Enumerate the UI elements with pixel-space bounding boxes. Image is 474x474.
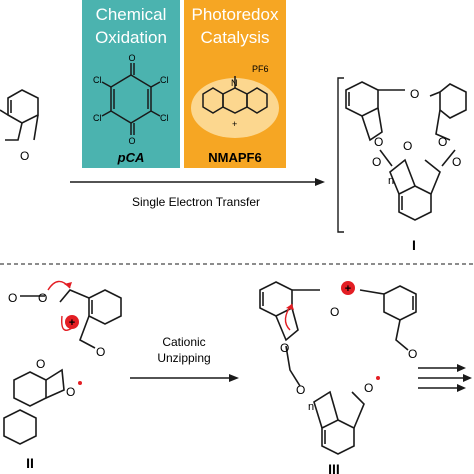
pf6-counterion: PF6 <box>252 64 269 74</box>
chemical-oxidation-title-2: Oxidation <box>95 28 167 47</box>
curved-arrowhead-3 <box>286 304 294 310</box>
cation-marker-three <box>341 281 355 295</box>
int1-oxygen-4: O <box>372 155 381 169</box>
radical-dot-two <box>78 381 82 385</box>
acridinium-n: N <box>231 78 238 88</box>
intermediate-three-structure <box>259 281 417 455</box>
curved-arrow-2 <box>61 315 73 331</box>
int2-oxygen-1: O <box>8 291 17 305</box>
multistep-arrowhead-2 <box>463 374 472 382</box>
nmapf6-label: NMAPF6 <box>208 150 261 165</box>
int1-oxygen-1: O <box>410 87 419 101</box>
int3-oxygen-4: O <box>296 383 305 397</box>
int1-oxygen-6: O <box>403 139 412 153</box>
chloranil-cl-1: Cl <box>93 75 102 85</box>
chloranil-cl-2: Cl <box>160 75 169 85</box>
intermediate-two-label: II <box>26 455 34 471</box>
photoredox-title-1: Photoredox <box>192 5 279 24</box>
int1-repeat-n: n <box>388 175 394 187</box>
unzipping-arrowhead <box>229 374 239 382</box>
int2-oxygen-3: O <box>96 345 105 359</box>
photoredox-title-2: Catalysis <box>201 28 270 47</box>
int1-oxygen-5: O <box>452 155 461 169</box>
chloranil-structure <box>101 63 161 135</box>
intermediate-three-label: III <box>328 461 340 474</box>
bracket-left <box>337 77 344 233</box>
acridinium-structure <box>202 76 268 114</box>
starting-material-fragment <box>0 89 39 141</box>
curved-arrowhead-1 <box>64 282 72 288</box>
intermediate-two-structure <box>3 289 122 445</box>
int3-oxygen-1: O <box>330 305 339 319</box>
cation-marker-two <box>65 315 79 329</box>
intermediate-one-structure <box>345 81 467 221</box>
radical-dot-three <box>376 376 380 380</box>
unzipping-label-2: Unzipping <box>157 351 210 365</box>
cation-symbol-three: + <box>345 283 351 295</box>
unzipping-label-1: Cationic <box>162 335 205 349</box>
int1-oxygen-2: O <box>374 135 383 149</box>
int3-oxygen-2: O <box>408 347 417 361</box>
int3-oxygen-radical: O <box>364 381 373 395</box>
int2-oxygen-radical: O <box>66 385 75 399</box>
acridinium-charge: + <box>232 119 237 129</box>
intermediate-one-label: I <box>412 237 416 253</box>
chloranil-oxygen-top: O <box>128 53 135 63</box>
chemical-oxidation-title-1: Chemical <box>96 5 167 24</box>
chloranil-oxygen-bottom: O <box>128 136 135 146</box>
starting-oxygen: O <box>20 149 29 163</box>
multistep-arrows <box>418 367 466 389</box>
photoredox-glow <box>191 78 279 138</box>
multistep-arrowhead-1 <box>457 364 466 372</box>
int2-oxygen-2: O <box>38 291 47 305</box>
int3-oxygen-3: O <box>280 341 289 355</box>
int2-oxygen-4: O <box>36 357 45 371</box>
set-arrowhead <box>315 178 325 186</box>
set-arrow-label: Single Electron Transfer <box>132 195 260 209</box>
chloranil-label: pCA <box>117 150 145 165</box>
multistep-arrowhead-3 <box>457 384 466 392</box>
chloranil-cl-4: Cl <box>160 113 169 123</box>
int3-repeat-n: n <box>308 401 314 413</box>
cation-symbol-two: + <box>69 317 75 329</box>
chemical-oxidation-box <box>82 0 180 168</box>
chloranil-cl-3: Cl <box>93 113 102 123</box>
int1-oxygen-3: O <box>438 135 447 149</box>
